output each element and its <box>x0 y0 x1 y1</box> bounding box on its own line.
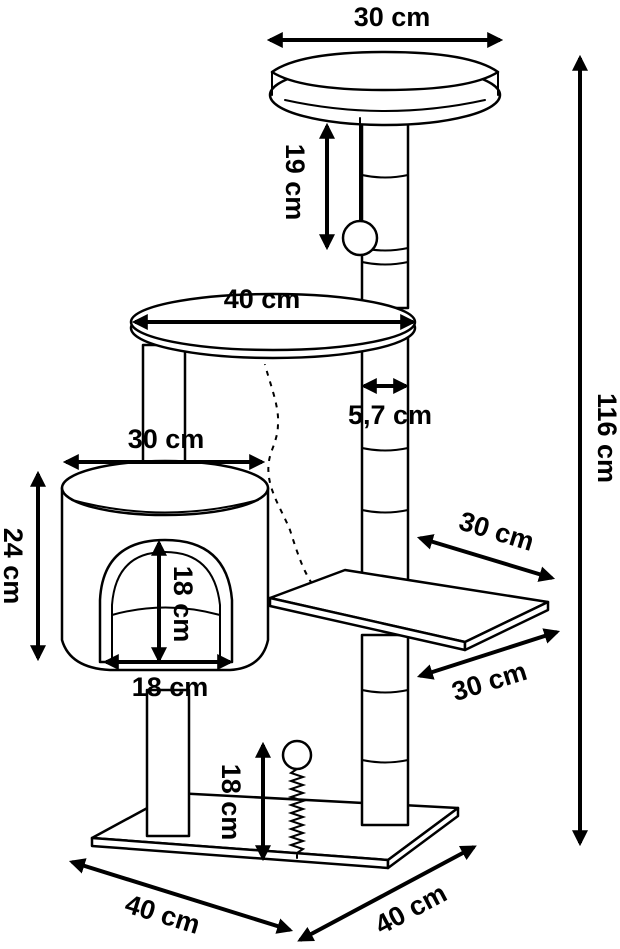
label-entrance-width: 18 cm <box>132 672 209 702</box>
cat-house <box>60 459 270 672</box>
lower-left-post <box>145 688 191 838</box>
arrow-base-width <box>68 858 294 934</box>
cat-tree-illustration <box>60 50 550 870</box>
label-base-width: 40 cm <box>122 889 204 940</box>
arrow-base-depth <box>297 845 477 942</box>
label-entrance-height: 18 cm <box>168 566 198 643</box>
main-post <box>360 110 410 827</box>
square-shelf <box>268 568 550 652</box>
label-house-height: 24 cm <box>0 528 28 605</box>
arrow-shelf-width <box>416 628 561 680</box>
label-house-width: 30 cm <box>128 424 205 454</box>
label-post-diameter: 5,7 cm <box>348 400 432 430</box>
label-top-perch-width: 30 cm <box>354 2 431 32</box>
top-perch <box>268 50 502 127</box>
label-base-depth: 40 cm <box>370 878 452 940</box>
top-hanging-ball <box>341 117 379 257</box>
dimension-arrows <box>30 32 588 942</box>
label-spring-toy-height: 18 cm <box>216 764 246 841</box>
hanging-rope <box>263 364 327 602</box>
label-shelf-depth: 30 cm <box>456 506 538 557</box>
label-middle-platform-diameter: 40 cm <box>224 284 301 314</box>
arrow-shelf-depth <box>416 534 556 582</box>
label-top-perch-height: 19 cm <box>280 144 310 221</box>
label-total-height: 116 cm <box>592 393 620 483</box>
spring-toy <box>281 739 313 859</box>
